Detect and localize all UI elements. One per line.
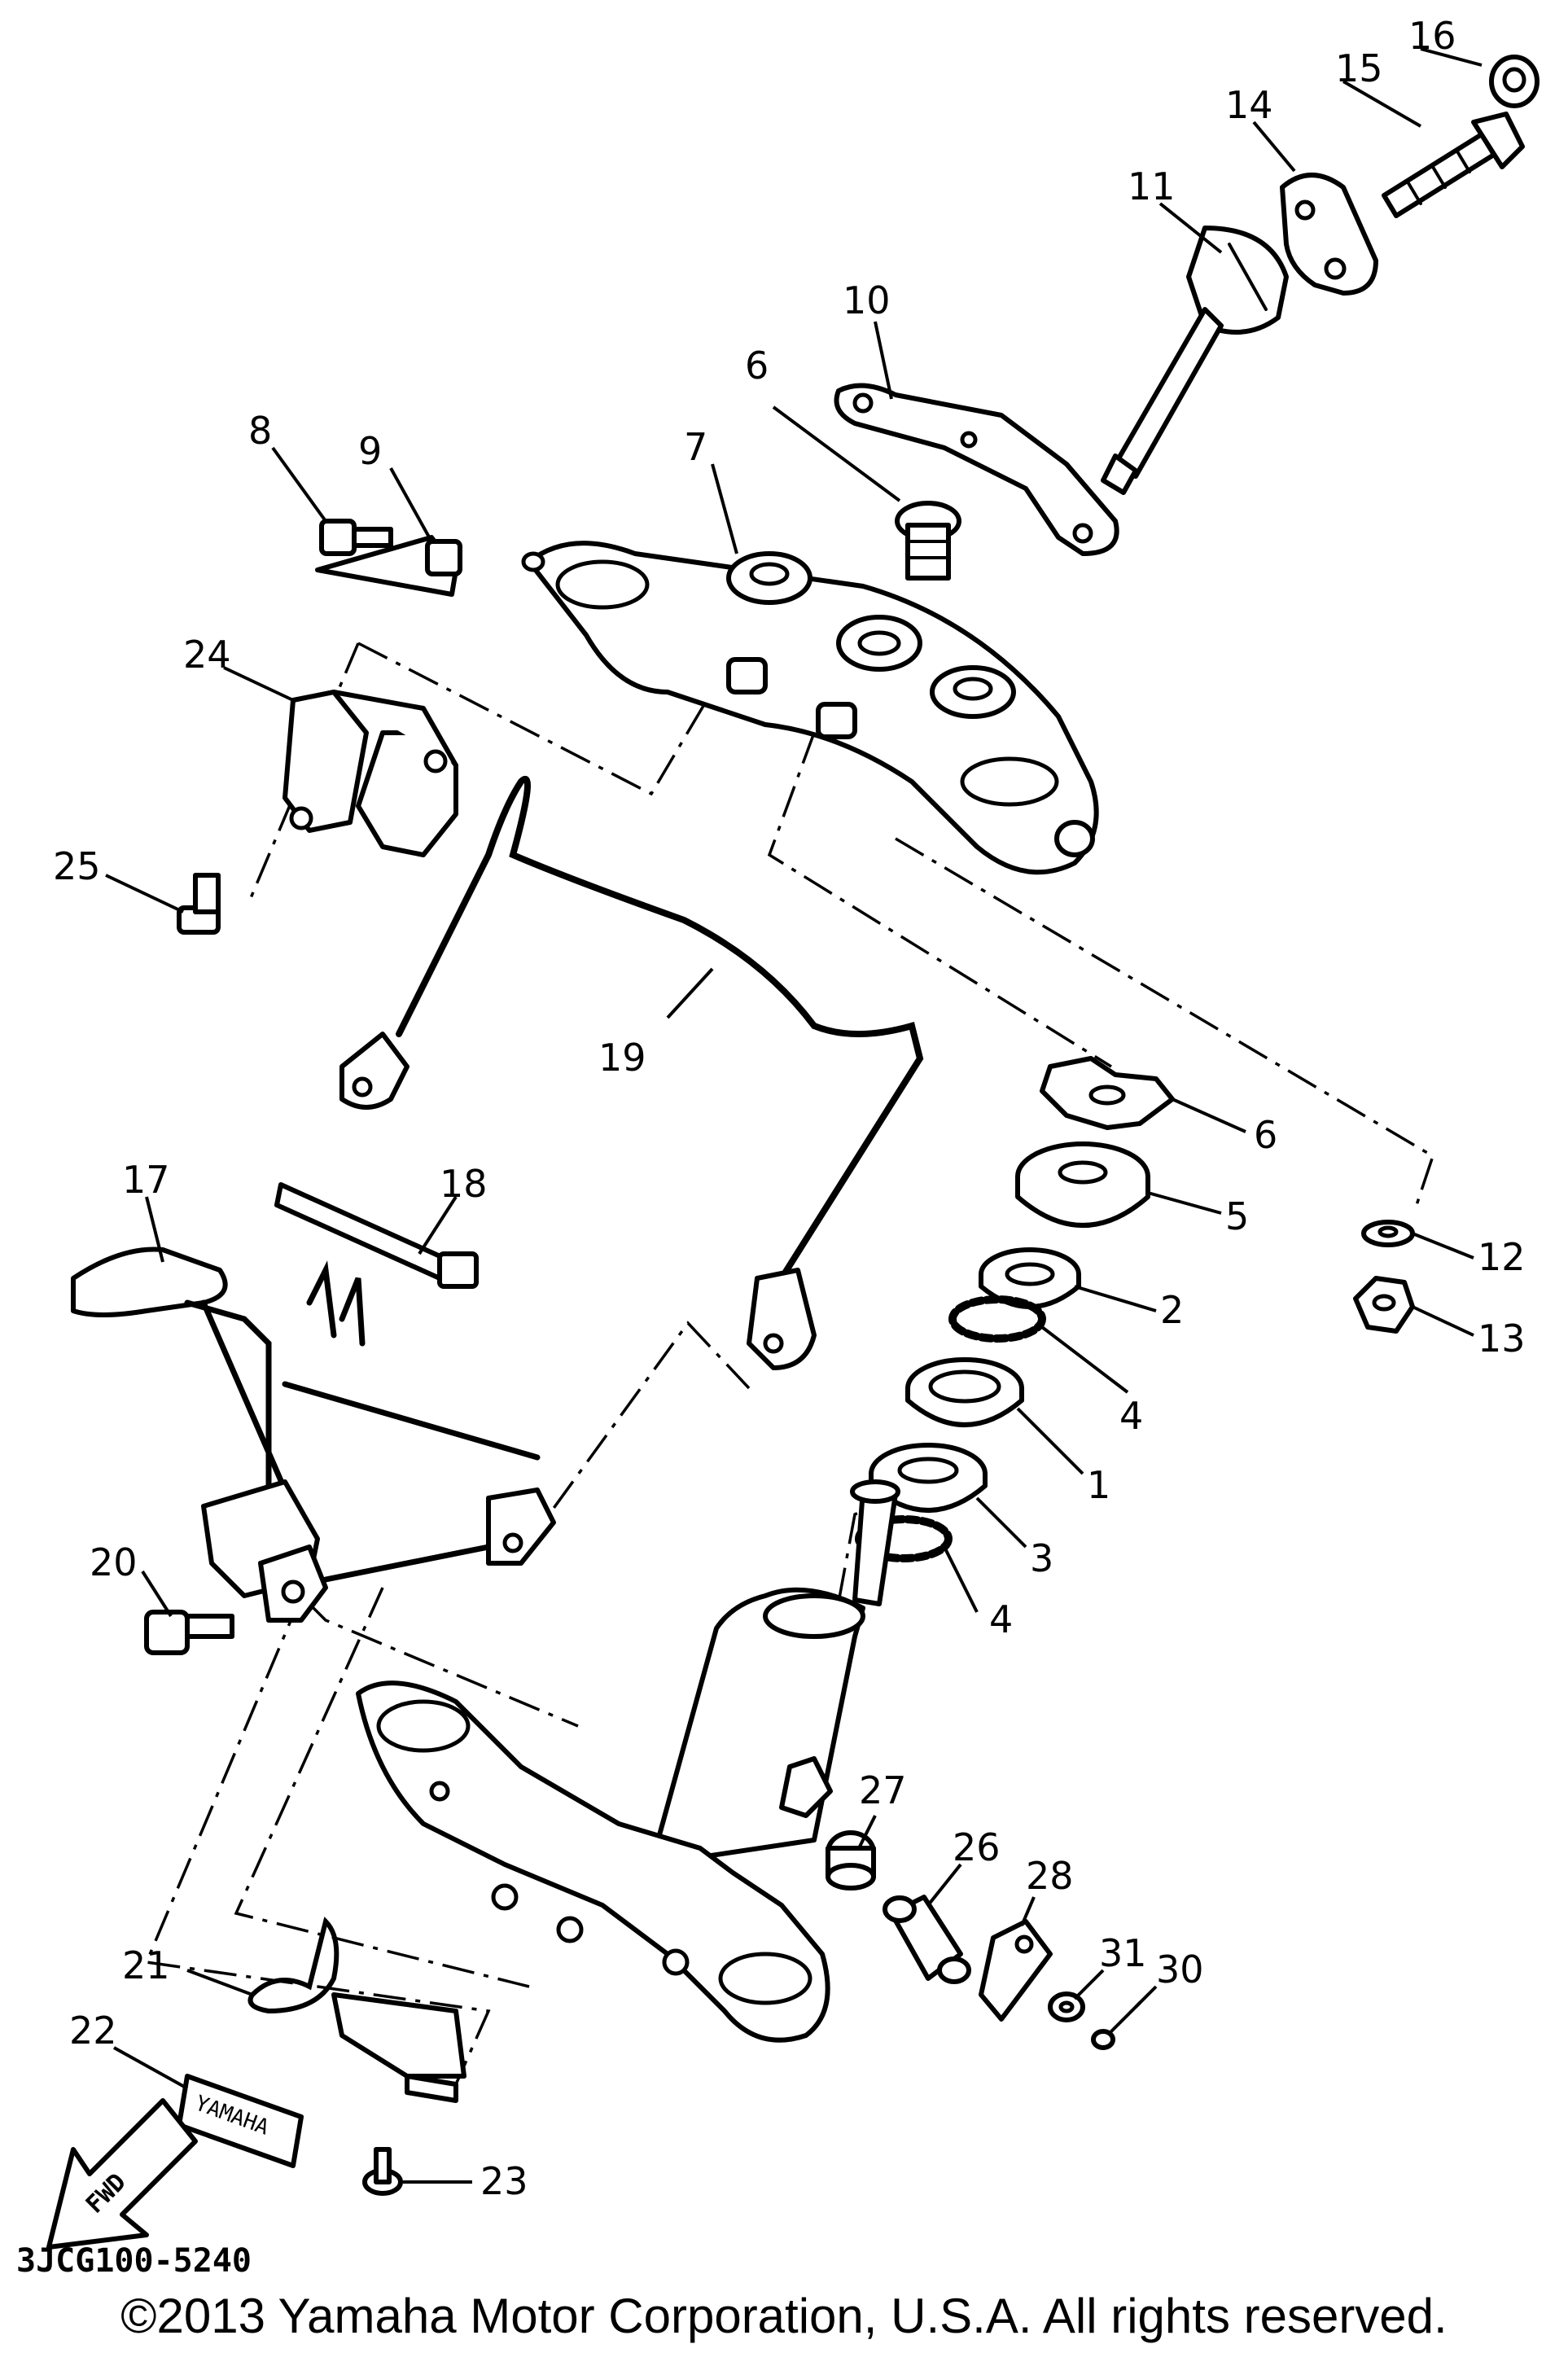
callout-24: 23 bbox=[480, 2159, 528, 2203]
race-1 bbox=[905, 1357, 1024, 1427]
bolt-16 bbox=[1382, 112, 1525, 218]
callout-4-upper: 4 bbox=[1119, 1394, 1143, 1438]
lower-bracket bbox=[356, 1680, 833, 2043]
cable-tie-19 bbox=[274, 1182, 479, 1289]
callouts: 16 15 14 11 10 6 7 8 9 24 25 19 18 17 6 … bbox=[53, 14, 1526, 2203]
wire-20 bbox=[339, 775, 924, 1370]
plate-29 bbox=[979, 1919, 1053, 2022]
callout-12: 11 bbox=[1128, 164, 1176, 208]
race-3 bbox=[869, 1443, 988, 1513]
nut-14 bbox=[1353, 1276, 1415, 1334]
bushing-28 bbox=[826, 1830, 876, 1891]
callout-8: 7 bbox=[684, 425, 707, 469]
cap-17 bbox=[1489, 55, 1540, 108]
callout-11: 10 bbox=[843, 278, 891, 322]
plate-11 bbox=[834, 383, 1119, 556]
cover-5 bbox=[1015, 1141, 1150, 1228]
diagram-code: 3JCG100-5240 bbox=[16, 2242, 252, 2280]
stay-18 bbox=[71, 1247, 556, 1623]
screw-24 bbox=[362, 2147, 403, 2196]
callout-27: 26 bbox=[953, 1825, 1001, 1869]
callout-18: 17 bbox=[122, 1158, 170, 1202]
cable-22 bbox=[247, 1917, 339, 2014]
callout-26: 25 bbox=[53, 844, 101, 888]
callout-2: 2 bbox=[1160, 1288, 1184, 1332]
callout-14: 13 bbox=[1478, 1317, 1526, 1360]
callout-17: 16 bbox=[1408, 14, 1456, 58]
bolt-9 bbox=[319, 519, 393, 556]
callout-31: 31 bbox=[1099, 1931, 1147, 1975]
callout-20: 19 bbox=[598, 1036, 646, 1080]
bolt-21 bbox=[144, 1610, 234, 1655]
callout-19: 18 bbox=[440, 1162, 488, 1206]
washer-13 bbox=[1361, 1220, 1415, 1247]
bracket-25 bbox=[283, 690, 458, 857]
callout-4-lower: 4 bbox=[989, 1597, 1013, 1641]
callout-21: 20 bbox=[90, 1540, 138, 1584]
washer-31 bbox=[1048, 1991, 1085, 2022]
copyright-notice: ©2013 Yamaha Motor Corporation, U.S.A. A… bbox=[120, 2289, 1448, 2343]
callout-5: 5 bbox=[1225, 1194, 1249, 1238]
emblem-23: YAMAHA bbox=[177, 2074, 304, 2168]
screw-30 bbox=[1091, 2001, 1141, 2050]
handlebar-12 bbox=[1101, 226, 1289, 495]
upper-bracket bbox=[521, 541, 1099, 875]
callout-28: 27 bbox=[859, 1768, 907, 1812]
callout-1: 1 bbox=[1087, 1463, 1110, 1507]
callout-7: 6 bbox=[745, 344, 769, 388]
leader-lines bbox=[105, 47, 1483, 2184]
callout-23: 22 bbox=[69, 2009, 117, 2053]
callout-16: 15 bbox=[1335, 46, 1383, 90]
callout-25: 24 bbox=[183, 633, 231, 677]
lock-27 bbox=[883, 1895, 971, 1984]
ball-4-upper bbox=[948, 1295, 1046, 1343]
callout-9: 8 bbox=[248, 409, 272, 453]
bolt-26 bbox=[177, 873, 221, 935]
callout-3: 3 bbox=[1030, 1536, 1053, 1580]
fwd-arrow: FWD bbox=[46, 2098, 198, 2250]
callout-10: 9 bbox=[358, 429, 382, 473]
callout-6: 6 bbox=[1254, 1113, 1277, 1157]
ring-nut-6 bbox=[1040, 1056, 1175, 1130]
bolt-7 bbox=[895, 501, 961, 581]
callout-13: 12 bbox=[1478, 1235, 1526, 1279]
holder-15 bbox=[1280, 173, 1378, 296]
callout-29: 28 bbox=[1026, 1854, 1074, 1898]
cover-24-mount bbox=[331, 1992, 466, 2103]
callout-22: 21 bbox=[122, 1943, 170, 1987]
callout-15: 14 bbox=[1225, 83, 1273, 127]
clamp-10 bbox=[315, 535, 462, 597]
exploded-view-diagram: YAMAHA FWD bbox=[16, 14, 1540, 2280]
callout-30: 30 bbox=[1156, 1948, 1204, 1991]
